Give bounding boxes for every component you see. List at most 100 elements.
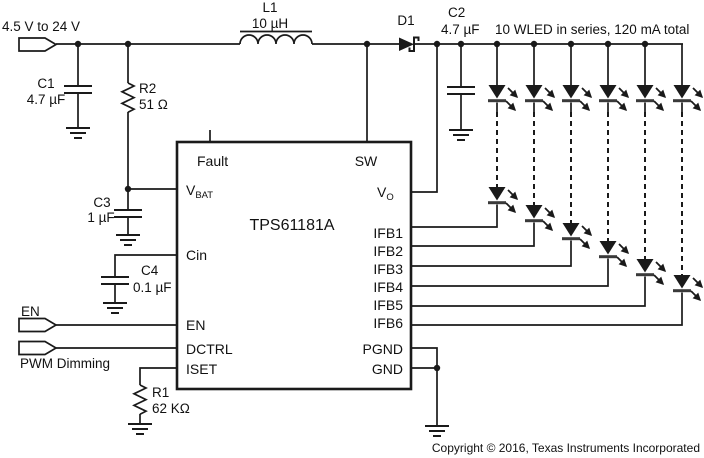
pwm-tag-icon bbox=[18, 340, 58, 356]
ic-body bbox=[175, 140, 413, 391]
ground-icon bbox=[65, 127, 91, 139]
ifb5-wire bbox=[411, 276, 646, 307]
l1-ref: L1 bbox=[262, 0, 277, 15]
junction-dot bbox=[124, 185, 132, 193]
pin-pgnd: PGND bbox=[363, 341, 403, 357]
led-icon bbox=[636, 259, 665, 284]
junction-dot bbox=[433, 364, 441, 372]
junction-dots bbox=[74, 40, 649, 193]
pin-vbat-main: V bbox=[186, 182, 196, 198]
resistor-r2: R2 51 Ω bbox=[120, 44, 168, 189]
ground-icon bbox=[448, 129, 474, 141]
pgnd-gnd-wire bbox=[411, 347, 438, 426]
junction-dot bbox=[124, 40, 132, 48]
led-icon bbox=[599, 241, 628, 266]
ifb4-wire bbox=[411, 258, 609, 287]
ground-icon bbox=[102, 302, 128, 314]
diode-icon bbox=[399, 37, 414, 51]
copyright-notice: Copyright © 2016, Texas Instruments Inco… bbox=[432, 441, 700, 455]
pin-ifb4: IFB4 bbox=[373, 279, 403, 295]
diode-d1: D1 bbox=[397, 13, 420, 52]
capacitor-icon bbox=[114, 209, 142, 218]
r1-ref: R1 bbox=[152, 385, 169, 400]
capacitor-c1: C1 4.7 µF bbox=[27, 44, 92, 139]
c2-value: 4.7 µF bbox=[441, 22, 480, 37]
led-icon bbox=[562, 223, 591, 248]
ifb3-wire bbox=[411, 240, 572, 267]
resistor-r1: R1 62 KΩ bbox=[127, 367, 190, 435]
capacitor-c3: C3 1 µF bbox=[87, 189, 142, 246]
led-icon bbox=[562, 85, 591, 110]
input-tag-icon bbox=[18, 37, 58, 52]
ground-icon bbox=[127, 423, 153, 435]
c3-ref: C3 bbox=[93, 195, 110, 210]
ifb2-wire bbox=[411, 222, 535, 247]
led-icon bbox=[599, 85, 628, 110]
inductor-icon bbox=[239, 34, 313, 45]
pin-vo-main: V bbox=[377, 184, 387, 200]
ifb6-wire bbox=[411, 292, 683, 326]
led-icon bbox=[673, 85, 702, 110]
pin-vo-sub: O bbox=[386, 192, 393, 203]
led-icon bbox=[636, 85, 665, 110]
led-string-4 bbox=[411, 44, 628, 287]
pin-vbat: VBAT bbox=[186, 182, 213, 201]
c1-ref: C1 bbox=[37, 76, 54, 91]
pin-vo: VO bbox=[377, 184, 394, 203]
pin-dctrl: DCTRL bbox=[186, 341, 233, 357]
junction-dot bbox=[74, 40, 82, 48]
junction-dot bbox=[363, 40, 371, 48]
led-icon bbox=[488, 187, 517, 212]
capacitor-icon bbox=[64, 85, 92, 94]
pin-fault: Fault bbox=[197, 153, 228, 169]
ic-tps61181a: TPS61181A Fault VBAT SW VO Cin EN DCTRL … bbox=[175, 130, 413, 391]
r2-value: 51 Ω bbox=[139, 97, 168, 112]
pin-ifb6: IFB6 bbox=[373, 315, 403, 331]
ifb1-wire bbox=[411, 204, 498, 228]
wled-note: 10 WLED in series, 120 mA total bbox=[495, 22, 689, 37]
pin-gnd: GND bbox=[372, 361, 403, 377]
junction-dot bbox=[641, 40, 649, 48]
pin-ifb2: IFB2 bbox=[373, 243, 403, 259]
led-icon bbox=[488, 85, 517, 110]
led-icon bbox=[673, 275, 702, 300]
pin-sw: SW bbox=[355, 153, 378, 169]
c4-ref: C4 bbox=[141, 263, 159, 278]
junction-dot bbox=[433, 40, 441, 48]
pwm-dimming-tag: PWM Dimming bbox=[18, 340, 177, 371]
cin-wire bbox=[114, 254, 177, 303]
r2-ref: R2 bbox=[139, 81, 156, 96]
l1-value: 10 µH bbox=[252, 16, 288, 31]
vo-wire bbox=[411, 44, 438, 193]
junction-dot bbox=[530, 40, 538, 48]
pin-iset: ISET bbox=[186, 361, 218, 377]
en-tag-icon bbox=[18, 317, 58, 333]
junction-dot bbox=[567, 40, 575, 48]
capacitor-icon bbox=[447, 86, 475, 95]
pgnd-gnd-net bbox=[411, 347, 450, 437]
en-input-tag: EN bbox=[18, 304, 177, 333]
c4-value: 0.1 µF bbox=[133, 280, 172, 295]
c2-ref: C2 bbox=[448, 5, 465, 20]
ground-icon bbox=[115, 234, 141, 246]
junction-dot bbox=[604, 40, 612, 48]
pin-ifb1: IFB1 bbox=[373, 225, 403, 241]
iset-wire bbox=[139, 367, 177, 424]
schottky-cathode-bar bbox=[408, 36, 420, 52]
d1-ref: D1 bbox=[397, 13, 414, 28]
input-voltage-label: 4.5 V to 24 V bbox=[2, 19, 80, 34]
led-icon bbox=[525, 85, 554, 110]
c3-value: 1 µF bbox=[87, 210, 114, 225]
led-string-3 bbox=[411, 44, 591, 267]
ic-name: TPS61181A bbox=[249, 217, 334, 234]
capacitor-c4: C4 0.1 µF bbox=[101, 254, 177, 314]
c1-value: 4.7 µF bbox=[27, 92, 66, 107]
led-string-6 bbox=[411, 44, 702, 326]
inductor-l1: L1 10 µH bbox=[239, 0, 313, 45]
input-voltage-tag: 4.5 V to 24 V bbox=[2, 19, 80, 52]
en-tag-label: EN bbox=[21, 304, 40, 319]
capacitor-c2: C2 4.7 µF bbox=[441, 5, 480, 141]
pin-en: EN bbox=[186, 317, 205, 333]
